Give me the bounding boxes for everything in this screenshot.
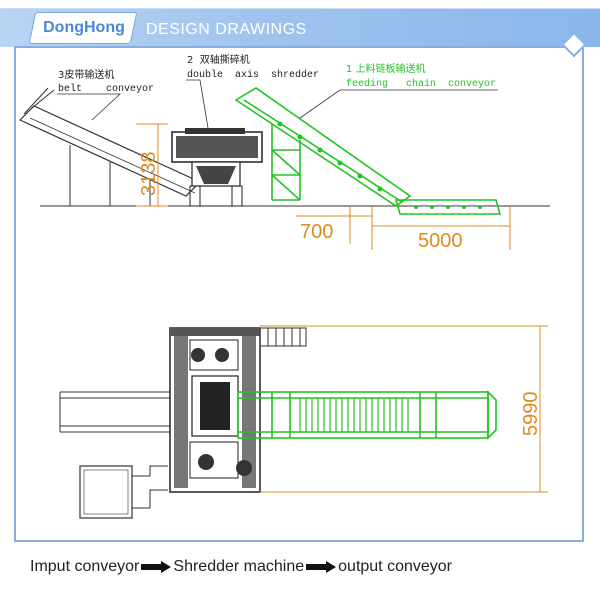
dimension-width	[260, 325, 548, 493]
feeding-conveyor-side	[234, 87, 502, 215]
shredder-side	[171, 128, 263, 207]
leader-shredder	[186, 79, 209, 129]
leader-feeding	[299, 89, 498, 119]
right-arrow-icon	[141, 561, 172, 573]
shredder-label-en: double axis shredder	[187, 69, 319, 81]
leader-belt	[57, 93, 122, 121]
upper-frame-plan	[259, 327, 307, 347]
brand-logo-text: DongHong	[43, 19, 125, 36]
dimension-offset	[296, 206, 373, 250]
belt-conveyor-label-cn: 3皮带输送机	[58, 68, 114, 81]
belt-conveyor-label-en: belt conveyor	[58, 83, 154, 95]
control-cabinet	[79, 465, 168, 519]
header-banner: DongHong DESIGN DRAWINGS	[0, 8, 600, 47]
feeding-conveyor-label-en: feeding chain conveyor	[346, 78, 496, 90]
drawing-frame	[14, 46, 584, 542]
process-caption: Imput conveyor Shredder machine output c…	[30, 553, 570, 581]
feeding-conveyor-plan	[237, 390, 497, 440]
caption-step-input-conveyor: Imput conveyor	[30, 558, 140, 575]
dimension-width-value: 5990	[520, 392, 542, 437]
dimension-height	[136, 123, 168, 207]
caption-step-shredder: Shredder machine	[173, 558, 305, 575]
dimension-offset-value: 700	[300, 221, 333, 243]
dimension-height-value: 3138	[138, 152, 160, 197]
page-title: DESIGN DRAWINGS	[146, 21, 307, 38]
shredder-label-cn: 2 双轴撕碎机	[187, 53, 250, 66]
dimension-length-value: 5000	[418, 230, 463, 252]
feeding-conveyor-label-cn: 1 上料链板输送机	[346, 62, 426, 75]
belt-conveyor-plan	[59, 391, 172, 433]
shredder-plan	[169, 327, 261, 493]
dimension-length	[372, 206, 511, 250]
caption-step-output-conveyor: output conveyor	[338, 558, 452, 575]
right-arrow-icon	[306, 561, 337, 573]
